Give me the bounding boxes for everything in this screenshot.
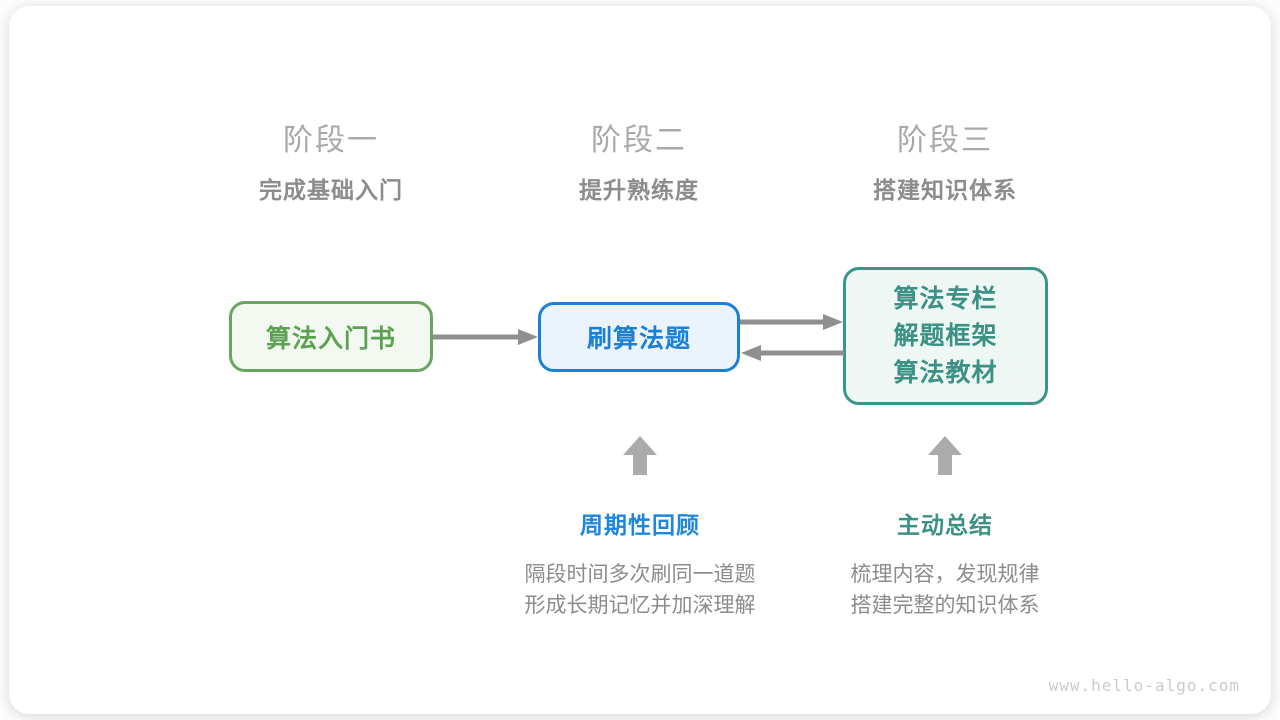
stage-3-header: 阶段三 搭建知识体系 [785,124,1105,204]
annotation-active-summary-title: 主动总结 [897,512,993,538]
site-watermark: www.hello-algo.com [1048,676,1240,695]
annotation-active-summary-desc-line-1: 梳理内容，发现规律 [850,563,1040,586]
node-resources-line-2: 解题框架 [893,321,998,350]
annotation-active-summary-desc: 梳理内容，发现规律 搭建完整的知识体系 [755,559,1135,621]
stage-1-header: 阶段一 完成基础入门 [171,124,491,204]
annotation-periodic-review-desc-line-1: 隔段时间多次刷同一道题 [524,563,756,586]
node-resources: 算法专栏 解题框架 算法教材 [843,267,1048,405]
node-resources-line-3: 算法教材 [893,358,998,387]
node-practice-problems: 刷算法题 [538,302,740,372]
stage-2-subtitle: 提升熟练度 [579,177,699,203]
node-practice-problems-label: 刷算法题 [586,325,691,353]
node-intro-book: 算法入门书 [229,301,433,372]
arrow-right-icon [433,327,539,347]
stage-2-title: 阶段二 [591,124,687,157]
arrow-up-icon [622,436,658,476]
arrow-left-icon [740,343,844,363]
annotation-periodic-review-desc: 隔段时间多次刷同一道题 形成长期记忆并加深理解 [450,559,830,621]
arrow-up-icon [927,436,963,476]
node-resources-line-1: 算法专栏 [893,284,998,313]
stage-1-subtitle: 完成基础入门 [259,177,403,203]
stage-3-title: 阶段三 [897,124,993,157]
annotation-periodic-review-desc-line-2: 形成长期记忆并加深理解 [524,594,756,617]
stage-1-title: 阶段一 [283,124,379,157]
annotation-active-summary-desc-line-2: 搭建完整的知识体系 [850,594,1040,617]
annotation-periodic-review-title: 周期性回顾 [580,512,700,538]
arrow-right-icon [740,312,844,332]
stage-3-subtitle: 搭建知识体系 [873,177,1017,203]
node-intro-book-label: 算法入门书 [265,324,396,353]
stage-2-header: 阶段二 提升熟练度 [479,124,799,204]
